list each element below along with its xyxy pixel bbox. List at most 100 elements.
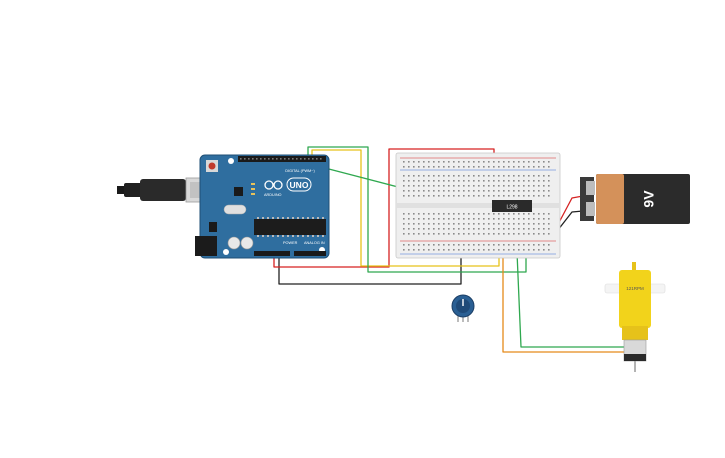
- breadboard-hole[interactable]: [458, 233, 460, 235]
- breadboard-hole[interactable]: [433, 244, 435, 246]
- breadboard-hole[interactable]: [418, 223, 420, 225]
- breadboard-hole[interactable]: [453, 166, 455, 168]
- breadboard-hole[interactable]: [518, 175, 520, 177]
- breadboard-hole[interactable]: [443, 161, 445, 163]
- header-pin[interactable]: [240, 158, 242, 160]
- breadboard-hole[interactable]: [483, 249, 485, 251]
- breadboard[interactable]: [395, 152, 561, 259]
- breadboard-hole[interactable]: [503, 161, 505, 163]
- breadboard-hole[interactable]: [498, 228, 500, 230]
- breadboard-hole[interactable]: [443, 190, 445, 192]
- breadboard-hole[interactable]: [483, 218, 485, 220]
- header-pin[interactable]: [260, 158, 262, 160]
- breadboard-hole[interactable]: [498, 161, 500, 163]
- breadboard-hole[interactable]: [413, 195, 415, 197]
- breadboard-hole[interactable]: [513, 195, 515, 197]
- breadboard-hole[interactable]: [483, 213, 485, 215]
- breadboard-hole[interactable]: [408, 249, 410, 251]
- breadboard-hole[interactable]: [428, 195, 430, 197]
- breadboard-hole[interactable]: [403, 233, 405, 235]
- breadboard-hole[interactable]: [503, 175, 505, 177]
- breadboard-hole[interactable]: [438, 175, 440, 177]
- breadboard-hole[interactable]: [518, 195, 520, 197]
- breadboard-hole[interactable]: [538, 190, 540, 192]
- breadboard-hole[interactable]: [443, 223, 445, 225]
- breadboard-hole[interactable]: [448, 180, 450, 182]
- breadboard-hole[interactable]: [518, 190, 520, 192]
- breadboard-hole[interactable]: [413, 244, 415, 246]
- breadboard-hole[interactable]: [483, 228, 485, 230]
- breadboard-hole[interactable]: [423, 175, 425, 177]
- l298-driver-chip[interactable]: L298: [492, 200, 532, 212]
- breadboard-hole[interactable]: [468, 185, 470, 187]
- breadboard-hole[interactable]: [448, 223, 450, 225]
- breadboard-hole[interactable]: [498, 244, 500, 246]
- breadboard-hole[interactable]: [458, 161, 460, 163]
- breadboard-hole[interactable]: [528, 190, 530, 192]
- breadboard-hole[interactable]: [403, 190, 405, 192]
- breadboard-hole[interactable]: [508, 218, 510, 220]
- breadboard-hole[interactable]: [473, 213, 475, 215]
- breadboard-hole[interactable]: [543, 213, 545, 215]
- breadboard-hole[interactable]: [548, 223, 550, 225]
- breadboard-hole[interactable]: [428, 233, 430, 235]
- breadboard-hole[interactable]: [488, 233, 490, 235]
- breadboard-hole[interactable]: [523, 249, 525, 251]
- breadboard-hole[interactable]: [423, 161, 425, 163]
- breadboard-hole[interactable]: [473, 249, 475, 251]
- breadboard-hole[interactable]: [443, 180, 445, 182]
- breadboard-hole[interactable]: [508, 161, 510, 163]
- breadboard-hole[interactable]: [458, 213, 460, 215]
- breadboard-hole[interactable]: [478, 190, 480, 192]
- breadboard-hole[interactable]: [408, 228, 410, 230]
- breadboard-hole[interactable]: [428, 190, 430, 192]
- breadboard-hole[interactable]: [413, 161, 415, 163]
- breadboard-hole[interactable]: [523, 185, 525, 187]
- wire-green-motor[interactable]: [516, 251, 624, 348]
- breadboard-hole[interactable]: [538, 195, 540, 197]
- breadboard-hole[interactable]: [453, 228, 455, 230]
- breadboard-hole[interactable]: [488, 213, 490, 215]
- breadboard-hole[interactable]: [478, 213, 480, 215]
- breadboard-hole[interactable]: [523, 166, 525, 168]
- breadboard-hole[interactable]: [408, 244, 410, 246]
- breadboard-hole[interactable]: [508, 228, 510, 230]
- breadboard-hole[interactable]: [538, 233, 540, 235]
- breadboard-hole[interactable]: [543, 166, 545, 168]
- breadboard-hole[interactable]: [458, 166, 460, 168]
- breadboard-hole[interactable]: [548, 185, 550, 187]
- breadboard-hole[interactable]: [413, 249, 415, 251]
- breadboard-hole[interactable]: [403, 223, 405, 225]
- breadboard-hole[interactable]: [513, 223, 515, 225]
- breadboard-hole[interactable]: [438, 228, 440, 230]
- breadboard-hole[interactable]: [428, 213, 430, 215]
- breadboard-hole[interactable]: [478, 166, 480, 168]
- breadboard-hole[interactable]: [528, 195, 530, 197]
- breadboard-hole[interactable]: [473, 185, 475, 187]
- breadboard-hole[interactable]: [403, 213, 405, 215]
- breadboard-hole[interactable]: [433, 223, 435, 225]
- header-pin[interactable]: [312, 158, 314, 160]
- breadboard-hole[interactable]: [453, 175, 455, 177]
- breadboard-hole[interactable]: [418, 213, 420, 215]
- breadboard-hole[interactable]: [513, 244, 515, 246]
- breadboard-hole[interactable]: [543, 218, 545, 220]
- breadboard-hole[interactable]: [448, 175, 450, 177]
- breadboard-hole[interactable]: [533, 180, 535, 182]
- breadboard-hole[interactable]: [508, 233, 510, 235]
- breadboard-hole[interactable]: [518, 185, 520, 187]
- breadboard-hole[interactable]: [403, 161, 405, 163]
- breadboard-hole[interactable]: [468, 166, 470, 168]
- breadboard-hole[interactable]: [538, 161, 540, 163]
- breadboard-hole[interactable]: [518, 180, 520, 182]
- header-pin[interactable]: [304, 158, 306, 160]
- breadboard-hole[interactable]: [428, 180, 430, 182]
- breadboard-hole[interactable]: [428, 223, 430, 225]
- breadboard-hole[interactable]: [508, 175, 510, 177]
- breadboard-hole[interactable]: [423, 180, 425, 182]
- breadboard-hole[interactable]: [458, 218, 460, 220]
- breadboard-hole[interactable]: [523, 190, 525, 192]
- breadboard-hole[interactable]: [548, 228, 550, 230]
- breadboard-hole[interactable]: [458, 185, 460, 187]
